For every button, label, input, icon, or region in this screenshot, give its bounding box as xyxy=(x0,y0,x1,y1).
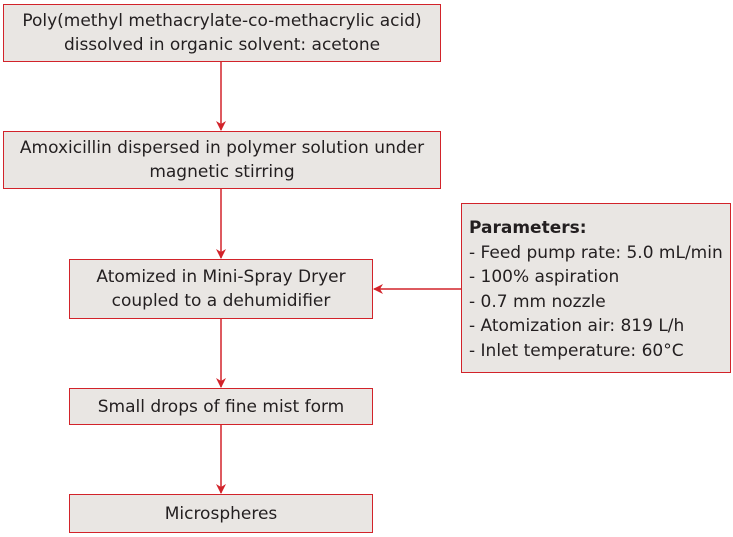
step-4-line-1: Small drops of fine mist form xyxy=(97,396,345,417)
parameter-atomization-air: - Atomization air: 819 L/h xyxy=(469,316,685,336)
step-1-line-2: dissolved in organic solvent: acetone xyxy=(63,35,381,55)
parameters-box: Parameters: - Feed pump rate: 5.0 mL/min… xyxy=(461,203,731,373)
parameter-feed-pump-rate: - Feed pump rate: 5.0 mL/min xyxy=(469,242,723,263)
step-box-mist-formation: Small drops of fine mist form xyxy=(69,388,373,425)
parameter-aspiration: - 100% aspiration xyxy=(469,267,620,287)
step-box-microspheres: Microspheres xyxy=(69,494,373,533)
step-3-line-2: coupled to a dehumidifier xyxy=(111,291,331,311)
step-3-line-1: Atomized in Mini-Spray Dryer xyxy=(96,267,346,287)
parameter-inlet-temperature: - Inlet temperature: 60°C xyxy=(469,340,684,361)
step-2-line-2: magnetic stirring xyxy=(149,162,295,182)
step-5-line-1: Microspheres xyxy=(164,503,278,524)
step-2-line-1: Amoxicillin dispersed in polymer solutio… xyxy=(19,138,425,158)
step-box-polymer-solution: Poly(methyl methacrylate-co-methacrylic … xyxy=(3,4,441,62)
parameters-title: Parameters: xyxy=(469,218,587,238)
step-1-line-1: Poly(methyl methacrylate-co-methacrylic … xyxy=(22,11,422,31)
step-box-atomization: Atomized in Mini-Spray Dryer coupled to … xyxy=(69,259,373,319)
parameter-nozzle: - 0.7 mm nozzle xyxy=(469,291,606,312)
step-box-amoxicillin-dispersion: Amoxicillin dispersed in polymer solutio… xyxy=(3,131,441,189)
